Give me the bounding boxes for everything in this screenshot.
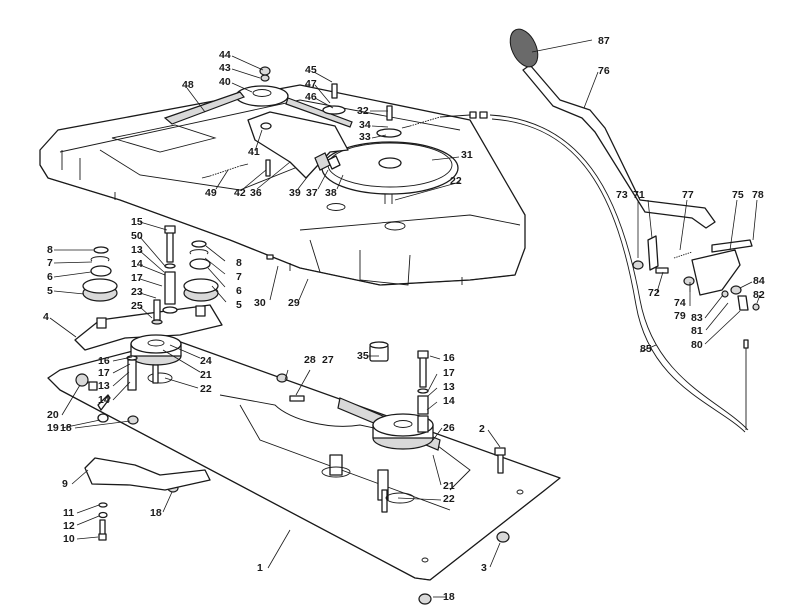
callout-84: 84: [753, 275, 765, 287]
tension-arm-4: [74, 304, 223, 351]
callout-29: 29: [288, 297, 300, 309]
callout-26: 26: [443, 422, 455, 434]
callout-22-top: 22: [450, 175, 462, 187]
callout-13-right: 13: [443, 381, 455, 393]
callout-4: 4: [43, 311, 49, 323]
callout-21-right: 21: [443, 480, 455, 492]
callout-46: 46: [305, 91, 317, 103]
callout-8-right: 8: [236, 257, 242, 269]
drive-gear-left: [75, 334, 182, 423]
callout-36: 36: [250, 187, 262, 199]
callout-5-left: 5: [47, 285, 53, 297]
callout-22-left: 22: [200, 383, 212, 395]
callout-44: 44: [219, 49, 231, 61]
callout-71: 71: [633, 189, 645, 201]
callout-78: 78: [752, 189, 764, 201]
callout-75: 75: [732, 189, 744, 201]
callout-38: 38: [325, 187, 337, 199]
callout-28: 28: [304, 354, 316, 366]
callout-10: 10: [63, 533, 75, 545]
loose-hardware: [84, 254, 510, 605]
callout-7-left: 7: [47, 257, 53, 269]
springs: [201, 111, 488, 179]
callout-73: 73: [616, 189, 628, 201]
callout-34: 34: [359, 119, 371, 131]
callout-30: 30: [254, 297, 266, 309]
lever-bracket-assembly: [632, 235, 760, 311]
callout-14-right: 14: [443, 395, 455, 407]
callout-14-left: 14: [98, 394, 110, 406]
callout-72: 72: [648, 287, 660, 299]
callout-15: 15: [131, 216, 143, 228]
callout-24: 24: [200, 355, 212, 367]
callout-20: 20: [47, 409, 59, 421]
callout-41: 41: [248, 146, 260, 158]
callout-42: 42: [234, 187, 246, 199]
callout-40: 40: [219, 76, 231, 88]
callout-23: 23: [131, 286, 143, 298]
callout-5-right: 5: [236, 299, 242, 311]
callout-76: 76: [598, 65, 610, 77]
callout-18-left: 18: [60, 422, 72, 434]
leader-lines: [49, 39, 761, 598]
callout-49: 49: [205, 187, 217, 199]
callout-87: 87: [598, 35, 610, 47]
callout-6-right: 6: [236, 285, 242, 297]
callout-14-upper: 14: [131, 258, 143, 270]
callout-82: 82: [753, 289, 765, 301]
callout-6-left: 6: [47, 271, 53, 283]
control-cable: [489, 114, 749, 431]
callout-50: 50: [131, 230, 143, 242]
callout-85: 85: [640, 343, 652, 355]
callout-12: 12: [63, 520, 75, 532]
callout-17-left: 17: [98, 367, 110, 379]
deck-cover: [39, 84, 526, 286]
callout-3: 3: [481, 562, 487, 574]
callout-9: 9: [62, 478, 68, 490]
callout-22-right: 22: [443, 493, 455, 505]
callout-79: 79: [674, 310, 686, 322]
callout-27: 27: [322, 354, 334, 366]
callout-74: 74: [674, 297, 686, 309]
callout-21-left: 21: [200, 369, 212, 381]
callout-81: 81: [691, 325, 703, 337]
callout-32: 32: [357, 105, 369, 117]
callout-83: 83: [691, 312, 703, 324]
callout-37: 37: [306, 187, 318, 199]
callout-45: 45: [305, 64, 317, 76]
callout-18-bottom: 18: [443, 591, 455, 603]
left-pulley-stack: [82, 246, 118, 302]
callout-17-upper: 17: [131, 272, 143, 284]
callout-35: 35: [357, 350, 369, 362]
callout-13-upper: 13: [131, 244, 143, 256]
callout-43: 43: [219, 62, 231, 74]
callout-80: 80: [691, 339, 703, 351]
callout-17-right: 17: [443, 367, 455, 379]
callout-2: 2: [479, 423, 485, 435]
callout-7-right: 7: [236, 271, 242, 283]
callout-16-right: 16: [443, 352, 455, 364]
callout-77: 77: [682, 189, 694, 201]
drive-gear-right: [321, 350, 441, 513]
callout-18-mid: 18: [150, 507, 162, 519]
callout-1: 1: [257, 562, 263, 574]
right-pulley-stack: [183, 240, 219, 302]
callout-25: 25: [131, 300, 143, 312]
callout-8-left: 8: [47, 244, 53, 256]
callout-31: 31: [461, 149, 473, 161]
callout-16-left: 16: [98, 355, 110, 367]
callout-33: 33: [359, 131, 371, 143]
engagement-lever: [509, 28, 716, 229]
callout-13-left: 13: [98, 380, 110, 392]
callout-39: 39: [289, 187, 301, 199]
callout-48: 48: [182, 79, 194, 91]
callout-11: 11: [63, 507, 75, 519]
callout-47: 47: [305, 78, 317, 90]
callout-19: 19: [47, 422, 59, 434]
